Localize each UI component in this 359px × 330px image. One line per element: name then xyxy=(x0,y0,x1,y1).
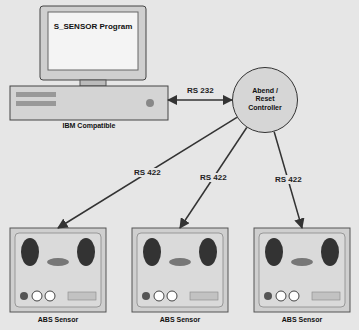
connector xyxy=(58,117,237,228)
sensor-box: ABS Sensor xyxy=(254,228,350,328)
computer: S_SENSOR ProgramIBM Compatible xyxy=(8,4,170,134)
screen-text: S_SENSOR Program xyxy=(50,22,136,31)
connector xyxy=(168,99,232,101)
sensor-label: ABS Sensor xyxy=(10,316,106,323)
controller-circle: Abend / Reset Controller xyxy=(232,67,298,133)
edge-label: RS 422 xyxy=(199,173,228,182)
edge-label: RS 232 xyxy=(186,86,215,95)
edge-label: RS 422 xyxy=(274,175,303,184)
sensor-label: ABS Sensor xyxy=(132,316,228,323)
sensor-box: ABS Sensor xyxy=(132,228,228,328)
sensor-label: ABS Sensor xyxy=(254,316,350,323)
connector xyxy=(274,132,302,228)
computer-label: IBM Compatible xyxy=(8,122,170,129)
edge-label: RS 422 xyxy=(133,168,162,177)
controller-label: Abend / Reset Controller xyxy=(242,87,288,111)
connector xyxy=(180,127,247,228)
sensor-box: ABS Sensor xyxy=(10,228,106,328)
